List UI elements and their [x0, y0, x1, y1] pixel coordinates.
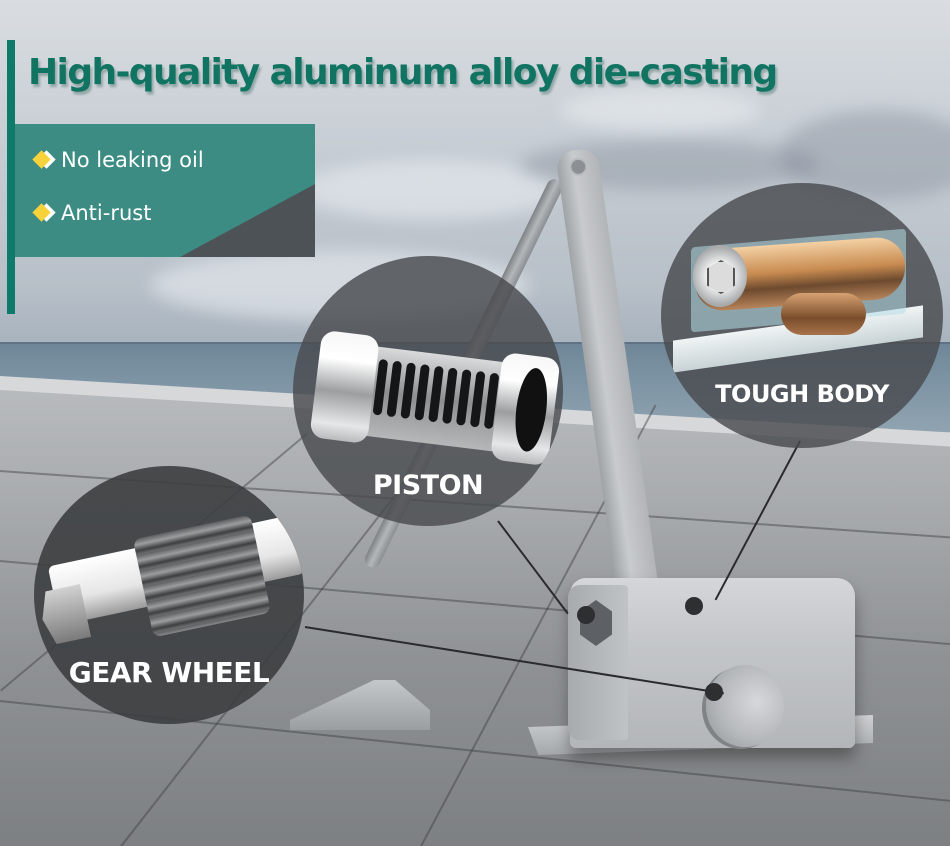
cloud: [560, 90, 760, 130]
callout-dot: [705, 683, 723, 701]
tough-body-label: TOUGH BODY: [715, 380, 889, 408]
gear-wheel-label: GEAR WHEEL: [68, 656, 270, 689]
piston-label: PISTON: [372, 470, 484, 501]
feature-label: Anti-rust: [61, 201, 152, 225]
page-title: High-quality aluminum alloy die-casting: [28, 52, 778, 93]
diamond-bullet-icon: [33, 204, 55, 222]
callout-dot: [685, 597, 703, 615]
gear-wheel-callout: GEAR WHEEL: [34, 466, 304, 724]
piston-callout: PISTON: [293, 256, 563, 526]
feature-item: No leaking oil: [33, 148, 204, 172]
callout-dot: [577, 606, 595, 624]
accent-bar: [7, 40, 15, 314]
cloud: [300, 160, 560, 220]
feature-item: Anti-rust: [33, 201, 151, 225]
tough-body-callout: TOUGH BODY: [661, 183, 943, 448]
piston-image: [309, 329, 561, 467]
feature-panel: No leaking oil Anti-rust: [15, 124, 315, 257]
adjustment-knob: [706, 665, 784, 747]
feature-label: No leaking oil: [61, 148, 204, 172]
diamond-bullet-icon: [33, 151, 55, 169]
panel-shade: [180, 184, 315, 257]
arm-pivot: [568, 156, 589, 177]
